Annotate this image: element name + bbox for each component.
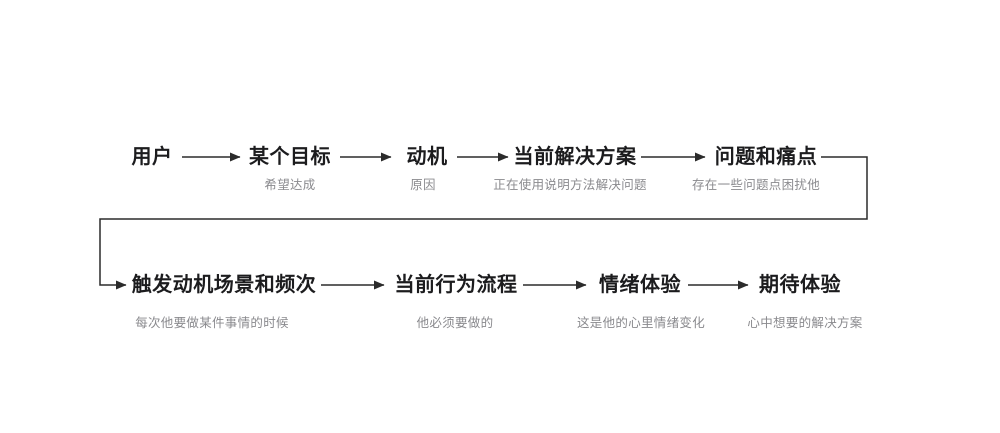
sub-problems-painpoints: 存在一些问题点困扰他 — [691, 178, 821, 192]
node-expected-experience: 期待体验 — [759, 274, 841, 296]
sub-motivation: 原因 — [410, 178, 436, 192]
sub-emotional-experience: 这是他的心里情绪变化 — [576, 316, 706, 330]
sub-goal: 希望达成 — [264, 178, 316, 192]
sub-current-behavior-flow: 他必须要做的 — [416, 316, 494, 330]
connector-painpoint-to-trigger — [99, 156, 868, 290]
node-current-behavior-flow: 当前行为流程 — [394, 274, 518, 296]
sub-expected-experience: 心中想要的解决方案 — [747, 316, 863, 330]
node-problems-painpoints: 问题和痛点 — [714, 146, 818, 168]
node-user: 用户 — [131, 146, 173, 168]
node-motivation: 动机 — [406, 146, 448, 168]
sub-trigger-scene-frequency: 每次他要做某件事情的时候 — [135, 316, 289, 330]
node-trigger-scene-frequency: 触发动机场景和频次 — [131, 274, 317, 296]
node-emotional-experience: 情绪体验 — [599, 274, 681, 296]
sub-current-solution: 正在使用说明方法解决问题 — [493, 178, 647, 192]
node-goal: 某个目标 — [249, 146, 331, 168]
node-current-solution: 当前解决方案 — [513, 146, 637, 168]
